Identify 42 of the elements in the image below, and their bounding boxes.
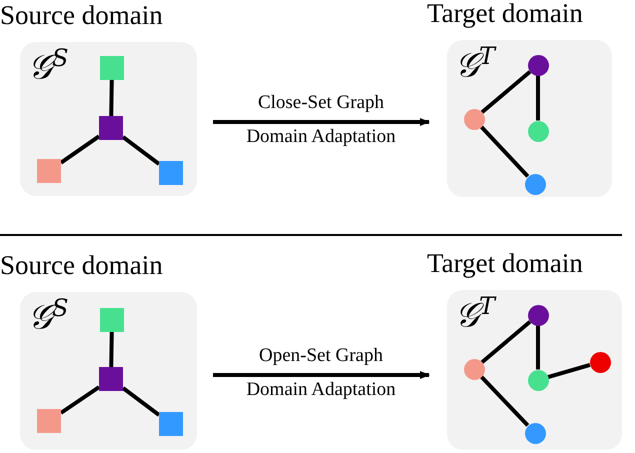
square-node xyxy=(37,409,61,433)
circle-node xyxy=(524,174,546,194)
edge-label: Close-Set Graph Domain Adaptation xyxy=(245,91,397,149)
arrow xyxy=(213,371,430,379)
graph-edge xyxy=(480,125,530,178)
square-node xyxy=(99,367,123,391)
graph-edge xyxy=(536,76,540,120)
circle-node xyxy=(528,370,548,390)
graph-edge xyxy=(122,135,160,166)
graph-edge xyxy=(480,70,532,114)
graph-edge xyxy=(480,320,532,364)
square-node xyxy=(99,116,123,140)
graph-symbol: 𝒢$^{T}$ xyxy=(455,42,496,86)
graph-edge xyxy=(109,80,114,116)
panel-heading: Source domain xyxy=(0,250,163,281)
graph-symbol: 𝒢$^{S}$ xyxy=(28,44,68,88)
panel-heading: Source domain xyxy=(0,0,163,31)
panel-heading: Target domain xyxy=(427,248,583,279)
graph-edge xyxy=(60,385,100,415)
graph-edge xyxy=(480,375,530,427)
circle-node xyxy=(464,358,484,380)
graph-edge xyxy=(548,363,590,379)
graph-symbol: 𝒢$^{T}$ xyxy=(455,292,496,336)
circle-node xyxy=(524,422,546,444)
graph-edge xyxy=(536,326,540,370)
graph-edge xyxy=(122,386,160,417)
square-node xyxy=(100,308,124,332)
edge-label: Open-Set Graph Domain Adaptation xyxy=(245,344,397,402)
square-node xyxy=(159,161,183,185)
arrow xyxy=(213,118,430,126)
square-node xyxy=(100,56,124,80)
square-node xyxy=(159,412,183,436)
circle-node xyxy=(464,108,484,130)
square-node xyxy=(37,159,61,183)
circle-node xyxy=(590,352,610,372)
graph-symbol: 𝒢$^{S}$ xyxy=(28,294,68,338)
circle-node xyxy=(528,120,548,142)
graph-edge xyxy=(109,332,114,368)
graph-edge xyxy=(60,134,100,164)
circle-node xyxy=(528,54,548,76)
circle-node xyxy=(528,304,548,326)
panel-heading: Target domain xyxy=(427,0,583,29)
